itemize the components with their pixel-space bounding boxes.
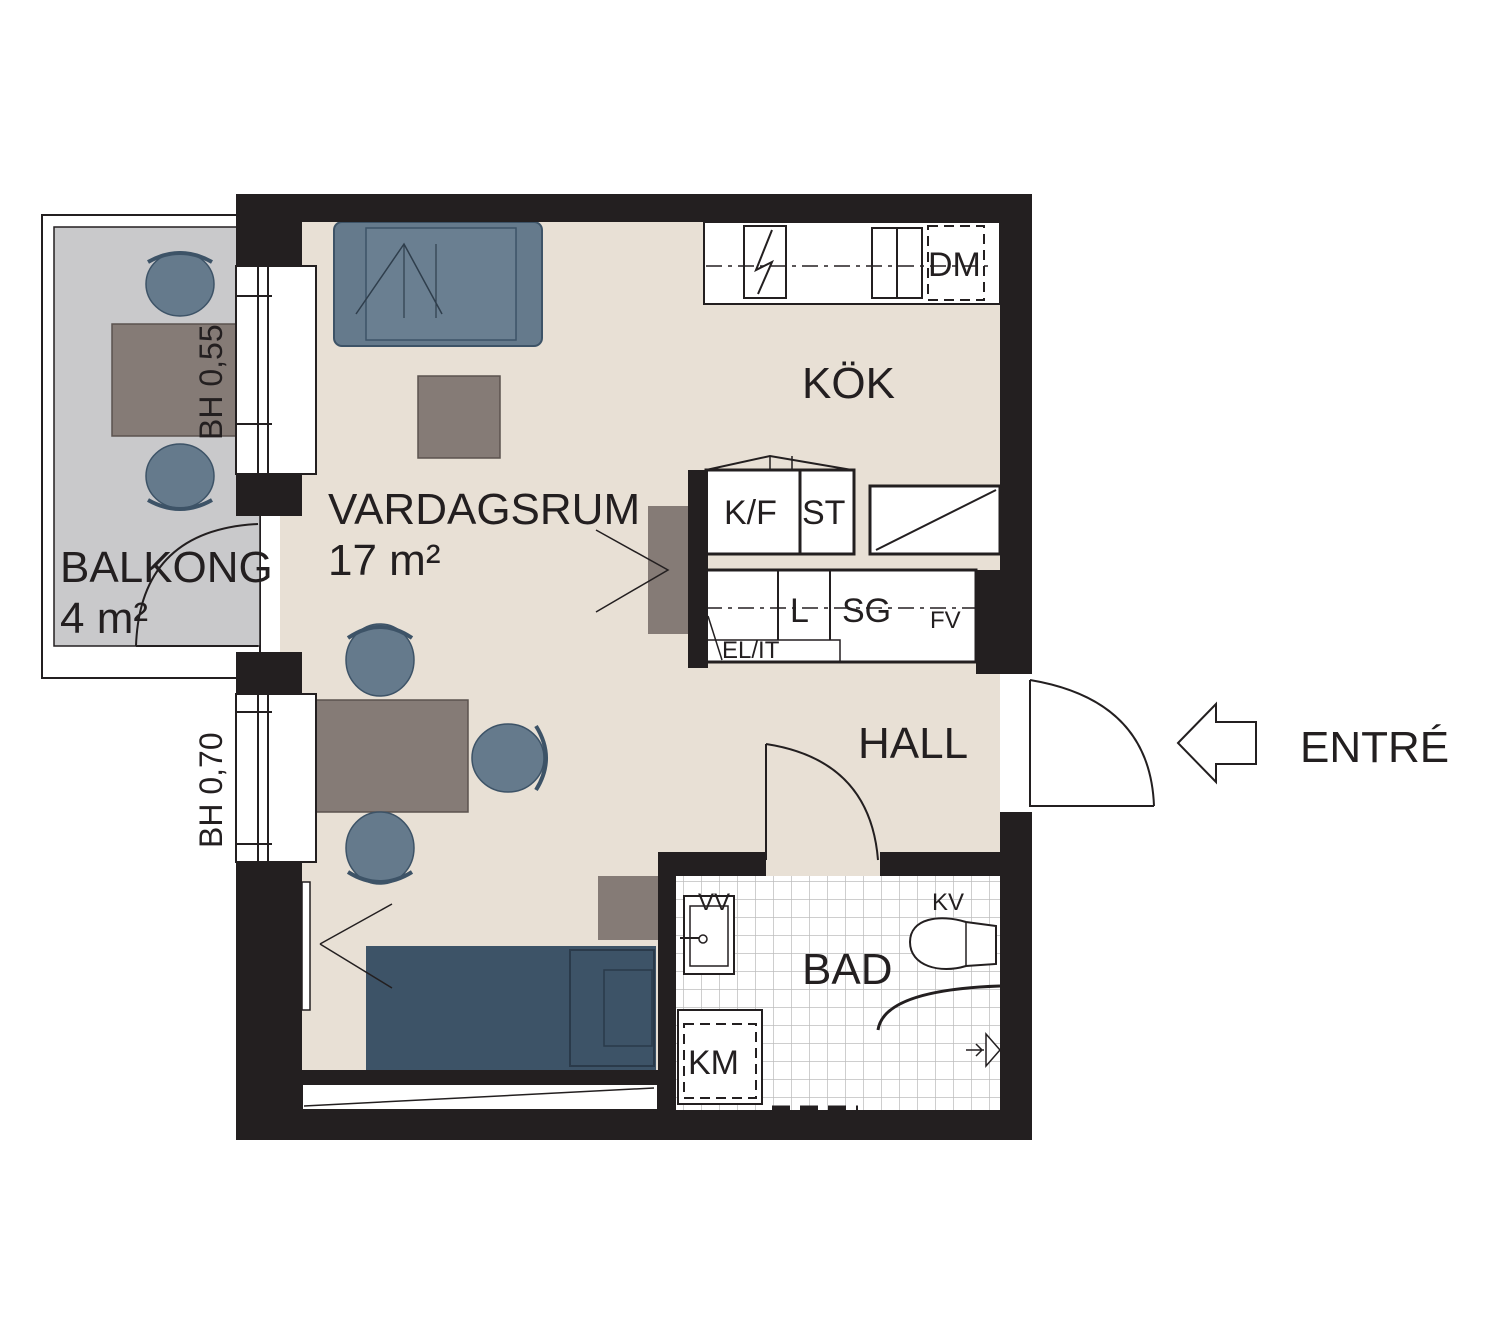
room-label-bad: BAD (802, 945, 892, 994)
room-label-balkong: BALKONG (60, 543, 273, 592)
fixture-label-l: L (790, 592, 809, 630)
fixture-label-elit: EL/IT (722, 637, 780, 664)
room-area-balkong: 4 m² (60, 594, 148, 643)
entrance-arrow-icon (1176, 701, 1257, 785)
fixture-label-fv: FV (930, 607, 961, 634)
wardrobe-sliding (301, 1083, 659, 1111)
fixture-label-kf: K/F (724, 494, 777, 532)
fixture-label-sg: SG (842, 592, 891, 630)
walls (236, 194, 1032, 1140)
room-label-vardagsrum: VARDAGSRUM (328, 485, 640, 534)
fixture-label-vv: VV (698, 889, 730, 916)
bed (301, 881, 656, 1070)
window-height-lower: BH 0,70 (193, 732, 229, 848)
room-label-hall: HALL (858, 719, 968, 768)
kitchen-counter (703, 221, 1001, 305)
windows (235, 265, 317, 863)
room-area-vardagsrum: 17 m² (328, 536, 440, 585)
desk (598, 876, 658, 940)
coffee-table (417, 375, 501, 459)
room-label-kok: KÖK (802, 359, 895, 408)
entrance-label: ENTRÉ (1300, 723, 1449, 772)
tv-bench (595, 506, 688, 634)
sofa (333, 221, 543, 347)
window-height-upper: BH 0,55 (193, 324, 229, 440)
dining-set (313, 623, 548, 885)
fixture-label-kv: KV (932, 889, 964, 916)
fixture-label-dm: DM (928, 246, 981, 284)
bathroom-fixtures (677, 895, 1001, 1111)
doors (135, 523, 1155, 861)
fixture-label-km: KM (688, 1044, 739, 1082)
fixture-label-st: ST (802, 494, 845, 532)
